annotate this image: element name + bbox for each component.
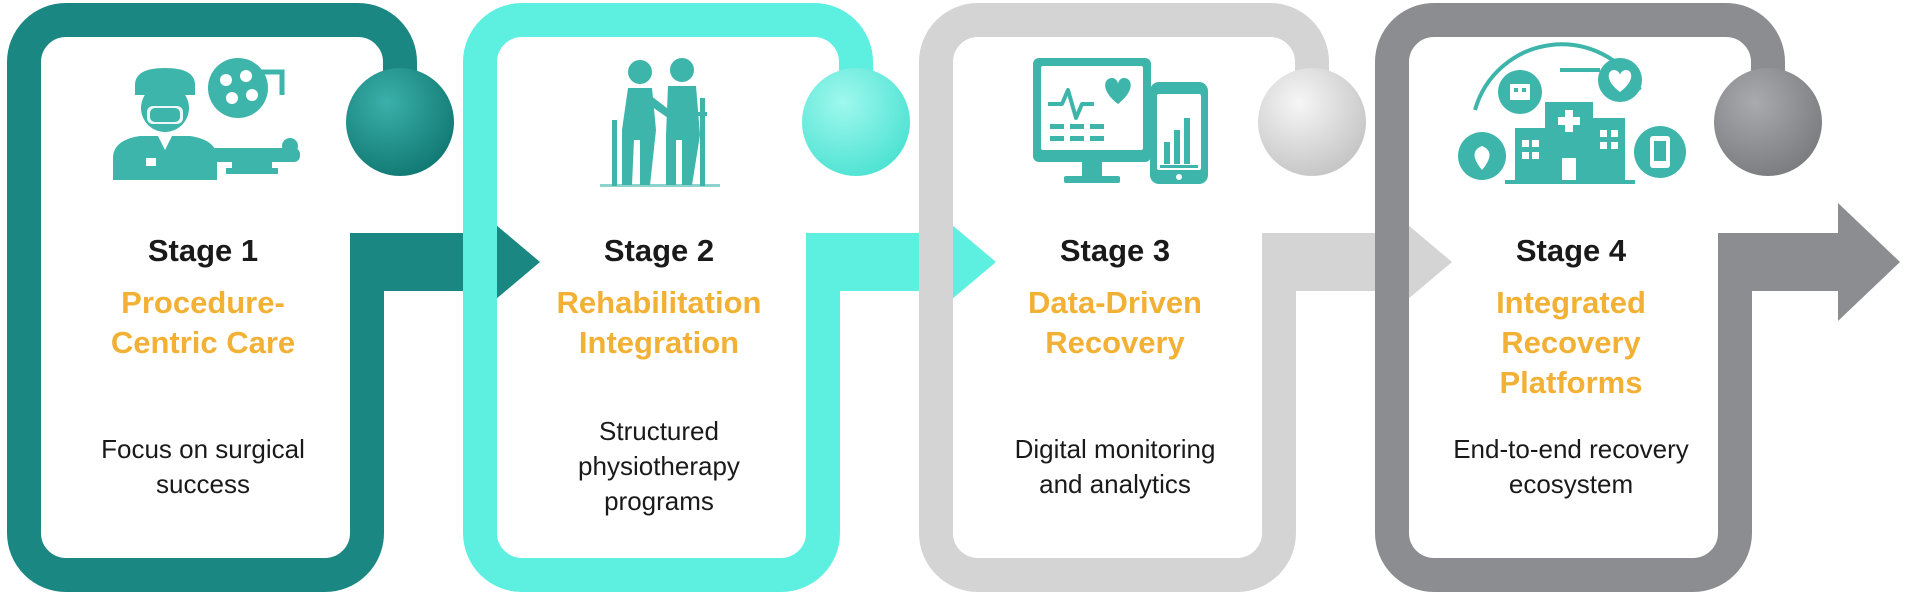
- stage-3-node: [1258, 68, 1366, 176]
- stage-4-title: Integrated Recovery Platforms: [1421, 283, 1721, 403]
- stage-2-desc-line-2: physiotherapy: [578, 451, 740, 481]
- stage-3-title-line-2: Recovery: [1045, 325, 1185, 360]
- stage-4-title-line-1: Integrated: [1496, 285, 1646, 320]
- stage-4-desc-line-2: ecosystem: [1508, 469, 1634, 499]
- digital-monitoring-icon: [1033, 58, 1208, 184]
- stage-3-description: Digital monitoring and analytics: [965, 432, 1265, 502]
- stage-3-label: Stage 3: [1059, 233, 1171, 268]
- stage-4-title-line-2: Recovery: [1501, 325, 1641, 360]
- stage-1-label: Stage 1: [147, 233, 259, 268]
- stage-2-title-line-2: Integration: [578, 325, 740, 360]
- stage-4-frame: [1375, 3, 1900, 592]
- stage-1-title: Procedure- Centric Care: [53, 283, 353, 363]
- stage-2-description: Structured physiotherapy programs: [509, 414, 809, 519]
- stage-1-title-line-2: Centric Care: [110, 325, 296, 360]
- stage-2-title-line-1: Rehabilitation: [556, 285, 762, 320]
- stage-2-title: Rehabilitation Integration: [509, 283, 809, 363]
- integrated-ecosystem-icon: [1458, 42, 1686, 184]
- stage-3-desc-line-2: and analytics: [1039, 469, 1191, 499]
- stage-3-title-line-1: Data-Driven: [1028, 285, 1202, 320]
- surgeon-operating-room-icon: [113, 58, 300, 180]
- stage-2-label: Stage 2: [603, 233, 715, 268]
- stage-2-node: [802, 68, 910, 176]
- stage-1-title-line-1: Procedure-: [121, 285, 285, 320]
- stage-4-title-line-3: Platforms: [1499, 365, 1643, 400]
- stage-4-arrow: [1718, 203, 1900, 321]
- stage-4-node: [1714, 68, 1822, 176]
- stage-3-desc-line-1: Digital monitoring: [1014, 434, 1216, 464]
- stage-1-description: Focus on surgical success: [53, 432, 353, 502]
- stage-1-node: [346, 68, 454, 176]
- stage-3-title: Data-Driven Recovery: [965, 283, 1265, 363]
- stage-4-desc-line-1: End-to-end recovery: [1453, 434, 1689, 464]
- stage-2-desc-line-1: Structured: [599, 416, 719, 446]
- physiotherapy-assist-icon: [600, 58, 720, 187]
- stage-1-desc-line-1: Focus on surgical: [101, 434, 305, 464]
- stage-4-label: Stage 4: [1515, 233, 1627, 268]
- stage-4-description: End-to-end recovery ecosystem: [1421, 432, 1721, 502]
- stage-1-desc-line-2: success: [156, 469, 250, 499]
- stage-2-desc-line-3: programs: [604, 486, 714, 516]
